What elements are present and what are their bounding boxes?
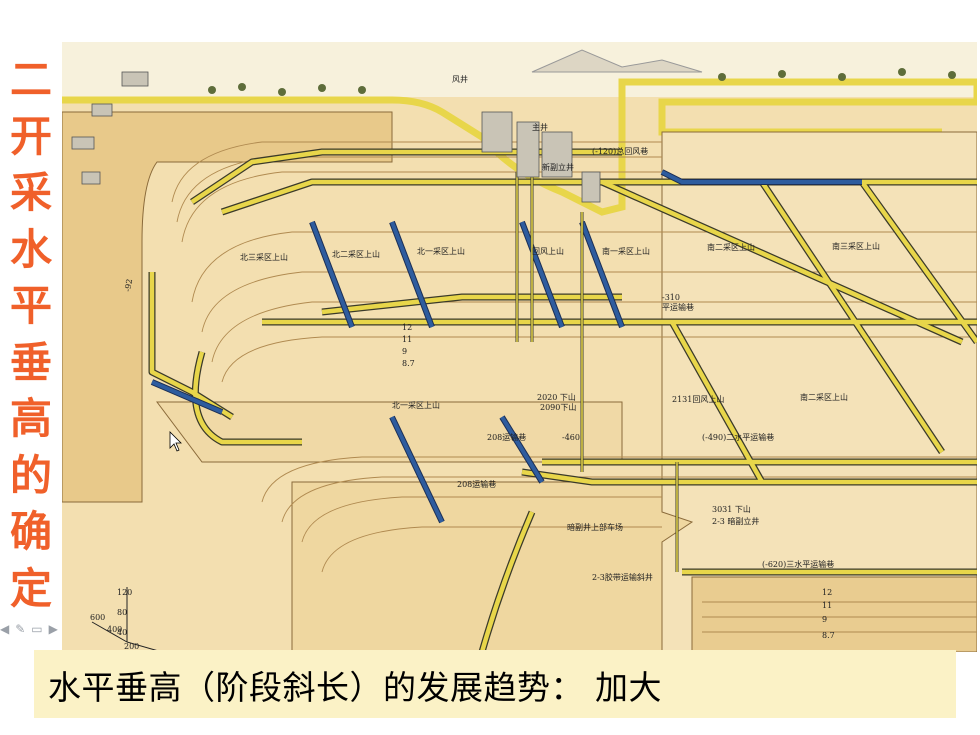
vertical-title-char: 水	[9, 224, 52, 274]
caption-text: 水平垂高（阶段斜长）的发展趋势： 加大	[48, 668, 662, 707]
label-620: (-620)三水平运输巷	[762, 559, 834, 569]
caption-box: 水平垂高（阶段斜长）的发展趋势： 加大	[34, 650, 956, 718]
label-460: -460	[562, 433, 580, 442]
mouse-cursor-icon	[169, 431, 182, 452]
vertical-title-char: 采	[9, 168, 52, 217]
vertical-title-char: 定	[9, 563, 52, 613]
axis-label-80: 80	[117, 608, 127, 617]
label-2020: 2020 下山	[537, 392, 576, 402]
label-bei2: 北二采区上山	[332, 249, 380, 259]
label-23b: 2-3胶带运输斜井	[592, 572, 653, 582]
label-zhujing: 主井	[532, 122, 548, 132]
surface-trees	[208, 68, 956, 96]
vertical-title-char: 垂	[9, 337, 52, 387]
label-208a: 208运输巷	[487, 432, 526, 442]
rock-block-right	[661, 131, 977, 652]
label-310b: 平运输巷	[662, 302, 694, 312]
axis-label-600: 600	[90, 613, 105, 622]
surface-sky	[62, 42, 977, 97]
blue-inclines	[151, 170, 862, 523]
label-fengjing: 风井	[452, 74, 468, 84]
strata-lines	[171, 141, 977, 633]
label-s87b: 8.7	[822, 631, 835, 640]
mountain-shape	[531, 49, 703, 73]
vertical-title-char: 开	[9, 111, 52, 161]
label-bei3: 北三采区上山	[240, 252, 288, 262]
vertical-title-char: 确	[9, 507, 52, 556]
label-3031: 3031 下山	[712, 504, 751, 514]
label-bei1b: 北一采区上山	[392, 400, 440, 410]
label-1201: (-120)总回风巷	[592, 146, 648, 156]
mine-layout-diagram: 风井 主井 (-120)总回风巷 新副立井 北三采区上山 北二采区上山 北一采区…	[62, 42, 977, 652]
strata-lower-right	[691, 576, 977, 652]
prev-arrow-icon[interactable]: ◀	[0, 622, 10, 636]
vertical-title-char: 平	[9, 281, 52, 330]
shafts-fill	[516, 172, 678, 572]
label-23: 2-3 暗副立井	[712, 516, 759, 526]
surface-buildings	[71, 71, 601, 203]
label-s87: 8.7	[402, 359, 415, 368]
vertical-title-char: 的	[9, 450, 52, 500]
label-nan1: 南一采区上山	[602, 246, 650, 256]
label-nan2b: 南二采区上山	[800, 392, 848, 402]
mine-diagram-svg: 风井 主井 (-120)总回风巷 新副立井 北三采区上山 北二采区上山 北一采区…	[62, 42, 977, 652]
next-arrow-icon[interactable]: ▶	[48, 622, 58, 636]
strata-block-bottom	[291, 481, 703, 652]
label-nan3: 南三采区上山	[832, 241, 880, 251]
vertical-title-char: 高	[9, 394, 52, 443]
axis-label-120: 120	[117, 588, 132, 597]
label-s12b: 12	[822, 588, 832, 597]
label-anfu: 暗副井上部车场	[567, 522, 623, 532]
pen-icon[interactable]: ✎	[15, 622, 26, 636]
label-s9b: 9	[822, 615, 827, 624]
vertical-title-char: 二	[9, 55, 52, 104]
label-2090: 2090下山	[540, 402, 576, 412]
label-92: -92	[123, 278, 134, 292]
vertical-title: 二开采水平垂高的确定	[2, 52, 60, 617]
label-208b: 208运输巷	[457, 479, 496, 489]
label-xinfu: 新副立井	[542, 162, 574, 172]
label-310: -310	[662, 293, 680, 302]
axis-label-200: 200	[124, 642, 139, 651]
label-s12: 12	[402, 323, 412, 332]
menu-icon[interactable]: ▭	[31, 622, 43, 636]
axis-label-40: 40	[117, 628, 127, 637]
label-s11b: 11	[822, 601, 832, 610]
label-huifeng: 回风上山	[532, 246, 564, 256]
label-nan2: 南二采区上山	[707, 242, 755, 252]
label-s11: 11	[402, 335, 412, 344]
axis-label-400: 400	[107, 625, 122, 634]
label-bei1a: 北一采区上山	[417, 246, 465, 256]
label-s9: 9	[402, 347, 407, 356]
label-2131: 2131回风上山	[672, 394, 724, 404]
slide-nav: ◀ ✎ ▭ ▶	[0, 622, 58, 636]
label-490: (-490)二水平运输巷	[702, 432, 774, 442]
